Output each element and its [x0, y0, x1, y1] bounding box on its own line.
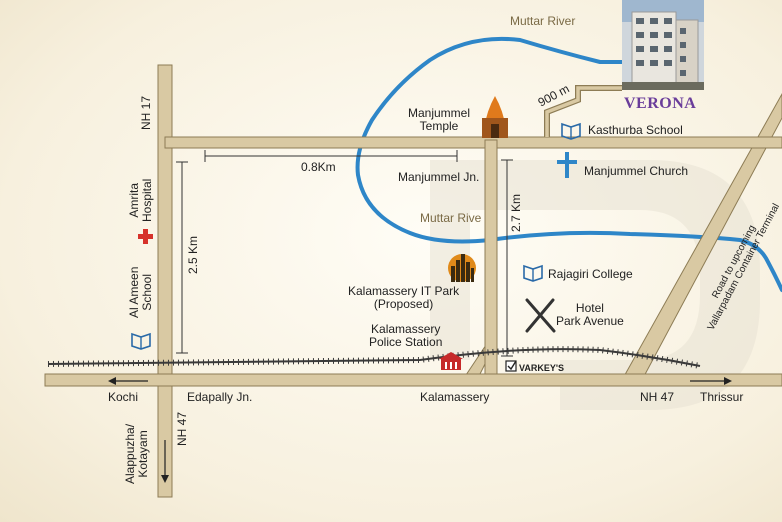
label-kochi: Kochi — [108, 390, 139, 404]
label-thrissur: Thrissur — [700, 390, 744, 404]
label-muttar-river-mid: Muttar Rive — [420, 211, 482, 225]
label-manjummel-temple: Manjummel Temple — [408, 106, 471, 133]
label-nh47-down: NH 47 — [175, 411, 189, 446]
label-manjummel-jn: Manjummel Jn. — [398, 170, 480, 184]
distance-marker-25km — [176, 161, 188, 354]
label-distance-27km: 2.7 Km — [509, 193, 523, 232]
label-verona: VERONA — [624, 95, 697, 112]
label-alappuzha-kottayam: Alappuzha/ Kotayam — [123, 423, 150, 484]
label-manjummel-church: Manjummel Church — [584, 164, 689, 178]
road-nh17 — [157, 64, 173, 498]
road-manjummel — [164, 136, 782, 149]
label-edapally-jn: Edapally Jn. — [187, 390, 253, 404]
label-kalamassery-it-park: Kalamassery IT Park (Proposed) — [348, 284, 460, 311]
label-varkeys: VARKEY'S — [519, 363, 564, 373]
church-cross-icon — [557, 152, 577, 178]
building-photo — [622, 0, 704, 90]
label-kalamassery-police-station: Kalamassery Police Station — [369, 322, 443, 349]
school-icon — [131, 332, 151, 350]
hotel-icon — [525, 298, 556, 333]
label-kasthurba-school: Kasthurba School — [588, 123, 683, 137]
distance-marker-27km — [501, 159, 513, 357]
label-nh47-right: NH 47 — [640, 390, 675, 404]
distance-marker-08km — [204, 150, 458, 162]
label-rajagiri-college: Rajagiri College — [548, 267, 633, 281]
arrow-left-icon — [108, 377, 148, 385]
arrow-down-icon — [161, 440, 169, 483]
temple-icon — [482, 96, 508, 138]
label-kalamassery: Kalamassery — [420, 390, 490, 404]
muttar-river — [355, 36, 782, 292]
road-manjummel-jn — [484, 139, 498, 381]
label-nh17: NH 17 — [139, 95, 153, 130]
label-muttar-river: Muttar River — [510, 14, 576, 28]
label-distance-25km: 2.5 Km — [186, 235, 200, 274]
label-al-ameen-school: Al Ameen School — [127, 266, 154, 318]
checkbox-icon — [505, 360, 517, 372]
label-distance-08km: 0.8Km — [301, 160, 336, 174]
it-park-icon — [448, 254, 476, 282]
arrow-right-icon — [690, 377, 732, 385]
school-icon — [523, 264, 543, 282]
label-amrita-hospital: Amrita Hospital — [127, 178, 154, 222]
railway — [47, 346, 701, 369]
road-nh47 — [44, 373, 782, 387]
hospital-cross-icon — [138, 229, 153, 244]
school-icon — [561, 122, 581, 140]
police-station-icon — [439, 352, 463, 370]
label-hotel-park-avenue: Hotel Park Avenue — [556, 301, 624, 328]
